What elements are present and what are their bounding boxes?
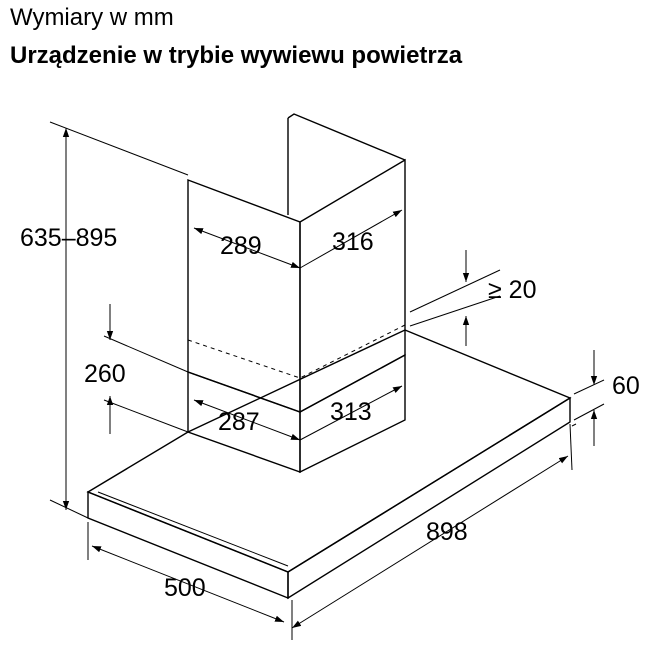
upper-chimney-depth-value: 289 bbox=[220, 232, 262, 260]
dim-canopy-depth: 500 bbox=[87, 522, 285, 623]
canopy-top-face bbox=[86, 329, 572, 573]
upper-chimney-width-value: 316 bbox=[332, 228, 374, 256]
mode-title: Urządzenie w trybie wywiewu powietrza bbox=[10, 42, 463, 69]
lower-chimney-width-value: 313 bbox=[330, 398, 372, 426]
canopy-inner-edge bbox=[97, 491, 289, 567]
canopy-width-value: 898 bbox=[426, 518, 468, 546]
upper-chimney bbox=[187, 113, 406, 414]
dim-upper-chimney: 289 316 bbox=[193, 209, 403, 269]
upper-chimney-left-face bbox=[187, 178, 301, 413]
dim-ceiling-gap: ≥ 20 bbox=[409, 250, 536, 346]
dim-total-height: 635–895 bbox=[20, 121, 189, 519]
canopy-depth-value: 500 bbox=[164, 574, 206, 602]
ceiling-gap-value: ≥ 20 bbox=[488, 276, 536, 304]
canopy-thickness-value: 60 bbox=[612, 372, 640, 400]
dim-lower-chimney-height: 260 bbox=[84, 304, 189, 434]
upper-chimney-top-edge bbox=[287, 113, 406, 161]
upper-chimney-right-face bbox=[299, 158, 406, 414]
canopy-side-face bbox=[287, 396, 571, 600]
dim-canopy-width: 898 bbox=[291, 423, 577, 640]
canopy bbox=[86, 329, 572, 600]
overlap-hidden-line bbox=[187, 324, 406, 379]
dim-canopy-thickness: 60 bbox=[573, 350, 640, 446]
lower-chimney-depth-value: 287 bbox=[218, 408, 260, 436]
lower-chimney-height-value: 260 bbox=[84, 360, 126, 388]
dim-lower-chimney: 287 313 bbox=[193, 385, 403, 441]
units-label: Wymiary w mm bbox=[10, 4, 174, 31]
total-height-value: 635–895 bbox=[20, 224, 117, 252]
